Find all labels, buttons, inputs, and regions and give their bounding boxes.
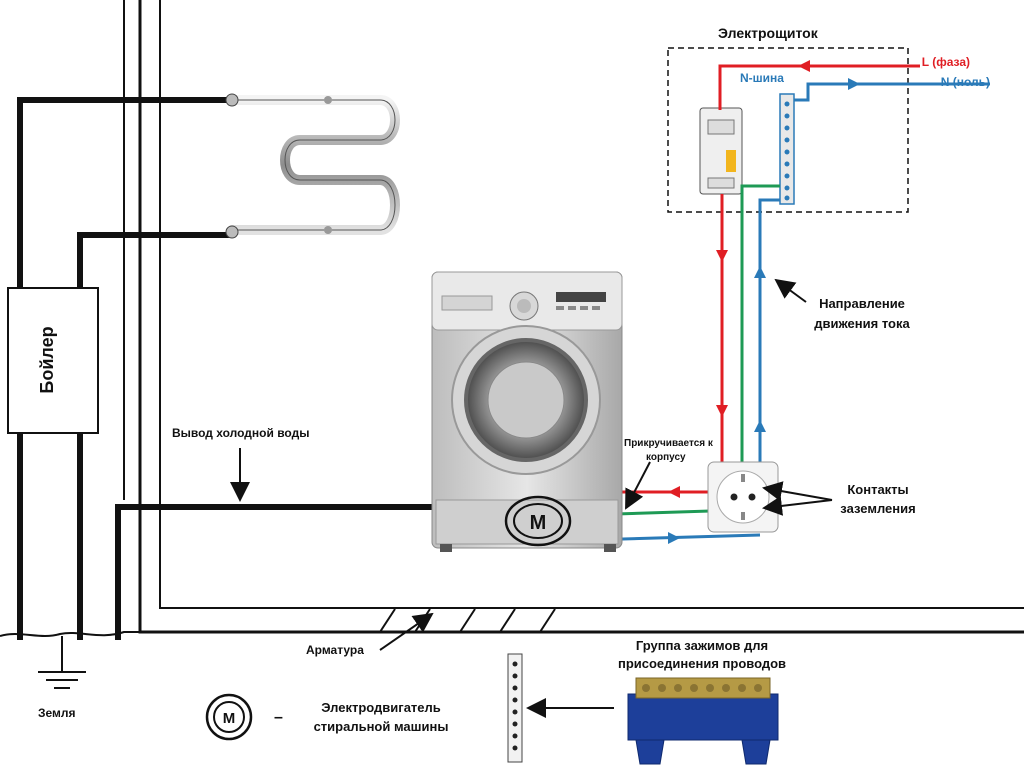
terminal-block xyxy=(627,677,779,765)
motor-legend-line2: стиральной машины xyxy=(314,719,449,734)
circuit-breaker xyxy=(699,107,743,195)
screwed-arrow xyxy=(625,461,651,510)
ground-contact-arrow-top xyxy=(762,481,833,501)
ground-contacts-line1: Контакты xyxy=(847,482,908,497)
ground-label: Земля xyxy=(38,706,76,720)
washing-machine xyxy=(431,271,623,552)
neutral-arrows xyxy=(668,78,860,544)
washer-motor-letter: М xyxy=(530,512,547,534)
ground-contact-arrow-bottom xyxy=(762,495,833,516)
current-direction-line1: Направление xyxy=(819,296,905,311)
motor-legend-letter: М xyxy=(223,710,236,727)
ground-contacts-line2: заземления xyxy=(840,501,915,516)
terminal-strip xyxy=(507,653,523,763)
screwed-label-line2: корпусу xyxy=(646,452,686,463)
motor-legend-line1: Электродвигатель xyxy=(321,700,441,715)
washer-motor-symbol: М xyxy=(504,495,572,547)
boiler-label: Бойлер xyxy=(37,326,57,393)
rebar xyxy=(379,608,556,651)
ground-symbol xyxy=(38,636,86,689)
boiler: Бойлер xyxy=(7,287,99,434)
rebar-label: Арматура xyxy=(306,643,364,657)
current-direction-arrow xyxy=(774,278,807,303)
cold-water-pipe xyxy=(115,504,436,640)
current-direction-line2: движения тока xyxy=(814,316,910,331)
neutral-label: N (ноль) xyxy=(941,75,990,89)
electrical-panel: Электрощиток L (фаза) N (ноль) N-шина xyxy=(667,25,990,213)
panel-title: Электрощиток xyxy=(718,25,819,41)
n-bus-label: N-шина xyxy=(740,71,784,85)
motor-legend-symbol: М xyxy=(205,693,253,741)
terminal-group-line2: присоединения проводов xyxy=(618,656,786,671)
phase-arrows xyxy=(668,60,810,498)
screwed-label-line1: Прикручивается к xyxy=(624,438,714,449)
boiler-pipes xyxy=(17,97,232,640)
motor-legend-dash: – xyxy=(274,709,283,726)
terminal-group-line1: Группа зажимов для xyxy=(636,638,768,653)
cold-water-label: Вывод холодной воды xyxy=(172,426,309,440)
power-socket xyxy=(707,461,779,533)
phase-label: L (фаза) xyxy=(922,55,970,69)
towel-rail xyxy=(225,93,400,239)
n-bus-bar xyxy=(779,93,795,205)
